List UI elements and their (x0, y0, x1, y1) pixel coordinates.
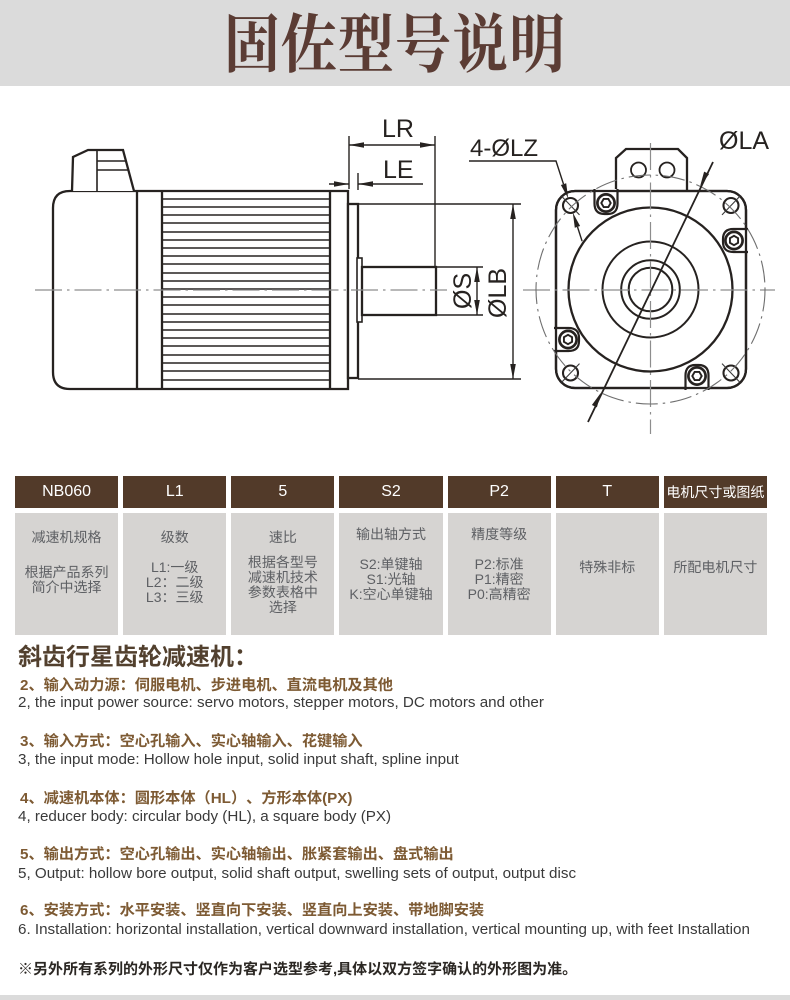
svg-text:ØLB: ØLB (484, 268, 512, 318)
svg-text:4-ØLZ: 4-ØLZ (470, 135, 538, 162)
svg-text:LE: LE (383, 156, 414, 184)
svg-text:LR: LR (382, 115, 414, 143)
svg-text:ØS: ØS (449, 273, 477, 309)
svg-text:ØLA: ØLA (719, 127, 769, 155)
